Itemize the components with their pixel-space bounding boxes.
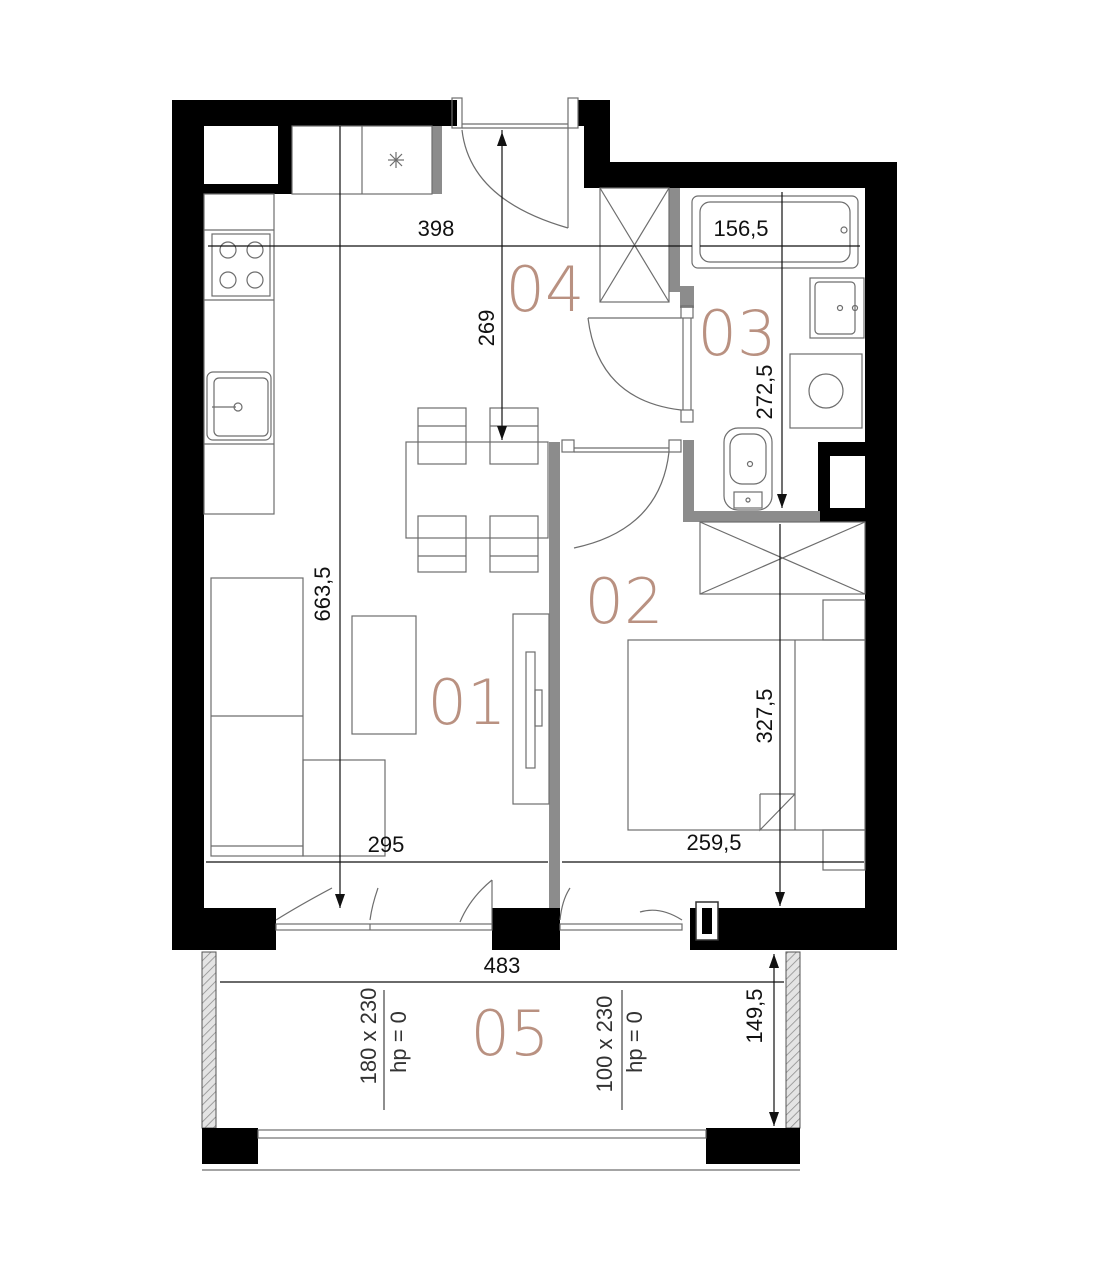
bed [627,639,866,831]
toilet-icon [723,427,773,511]
dining-set [405,407,549,573]
nightstand [822,599,866,641]
bathtub-icon [691,195,859,269]
sofa-chaise [302,759,386,857]
bathroom-door[interactable] [587,305,694,423]
dim-balcony-depth: 149,5 [742,988,767,1043]
room-label-01: 01 [428,666,507,739]
living-furniture [210,577,550,857]
partition-bath-jamb [680,286,694,308]
bathroom [599,187,865,511]
balcony-post-right [706,1128,800,1164]
tv-stand [512,613,550,805]
wall-top-right [584,162,897,188]
balcony [201,951,801,1171]
window-hp: hp = 0 [386,1011,411,1073]
dim-kitchen-width: 398 [418,216,455,241]
dim-hall-depth: 269 [474,310,499,347]
balcony-wall-left [201,951,217,1129]
shaft-top-left-void [204,126,278,184]
room-label-05: 05 [471,997,550,1070]
wall-top-left [172,100,457,126]
dining-table [405,441,549,539]
room-label-03: 03 [698,297,777,370]
partition-bath-bottom [683,511,820,522]
wall-bottom-left-pillar [172,908,276,950]
balcony-post-left [202,1128,258,1164]
partitions [432,126,820,908]
chair [417,515,467,573]
window-label-right: 100 x 230 hp = 0 [592,990,647,1110]
sofa [210,577,304,857]
dim-balcony-width: 483 [484,953,521,978]
window-hp: hp = 0 [622,1011,647,1073]
shower-cabin [599,187,670,303]
chair [489,407,539,465]
wardrobe [699,521,866,595]
shaft-right-void [830,456,865,508]
partition-bath-left [669,188,680,292]
dim-bath-width: 156,5 [713,216,768,241]
kitchen-sink-icon [206,371,272,441]
bedroom-furniture [627,521,866,871]
chair [417,407,467,465]
washbasin-icon [809,277,865,339]
window-size: 100 x 230 [592,996,617,1093]
room-label-04: 04 [506,253,585,326]
exterior-walls [172,100,897,950]
partition-kitchen-col [432,126,442,194]
dim-bedroom-depth: 327,5 [752,688,777,743]
coffee-table [351,615,417,735]
dim-bedroom-width: 259,5 [686,830,741,855]
nightstand [822,829,866,871]
wall-bottom-middle-pillar [492,908,560,950]
wall-right [865,162,897,950]
dim-bath-depth: 272,5 [752,364,777,419]
balcony-door-right[interactable] [559,887,719,941]
entrance-door[interactable] [451,97,579,229]
partition-01-02 [549,442,560,908]
wall-bottom-right [690,908,897,950]
partition-bath-lower [683,440,694,522]
window-size: 180 x 230 [356,988,381,1085]
cooktop-icon [211,233,271,297]
room-label-02: 02 [585,565,664,638]
balcony-door-left[interactable] [275,879,493,931]
bedroom-door[interactable] [561,439,682,549]
dim-living-width: 295 [368,832,405,857]
dim-living-depth: 663,5 [310,566,335,621]
window-label-left: 180 x 230 hp = 0 [356,988,411,1110]
washing-machine-icon [789,353,863,429]
dimension-lines [206,126,864,1126]
tv [525,651,536,769]
wall-left [172,100,204,950]
balcony-wall-right [785,951,801,1129]
kitchen-counter [203,193,275,515]
kitchen [203,125,433,515]
chair [489,515,539,573]
ventilation-icon [388,152,404,168]
